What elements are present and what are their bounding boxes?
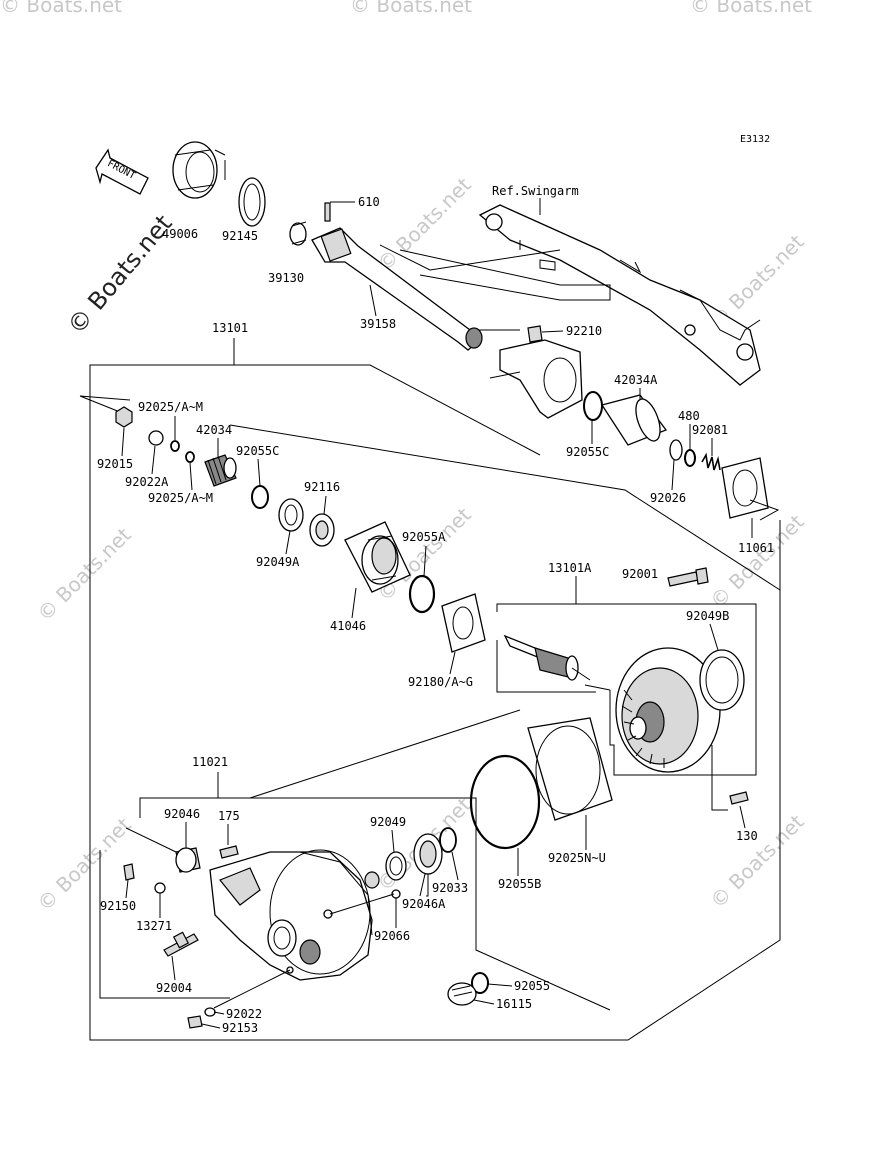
part-label-480[interactable]: 480 <box>678 409 700 423</box>
part-label-42034[interactable]: 42034 <box>196 423 232 437</box>
diagram-code: E3132 <box>740 134 770 145</box>
part-label-11061[interactable]: 11061 <box>738 541 774 555</box>
part-label-92046A[interactable]: 92046A <box>402 897 446 911</box>
watermark-tile: © Boats.net <box>0 0 122 17</box>
part-label-92055C-right[interactable]: 92055C <box>566 445 609 459</box>
part-label-11021[interactable]: 11021 <box>192 755 228 769</box>
pinion-gear-drawing <box>503 634 591 681</box>
watermark-tile: © Boats.net <box>350 0 472 17</box>
bearing-92033-area <box>413 833 443 875</box>
watermark-main: © Boats.net <box>62 210 178 340</box>
watermark-tile: © Boats.net <box>705 810 808 913</box>
part-label-92153[interactable]: 92153 <box>222 1021 258 1035</box>
watermark-tile: © Boats.net <box>32 523 135 626</box>
housing-front-drawing <box>489 339 583 419</box>
watermark-tile: © Boats.net <box>690 0 812 17</box>
part-label-92033[interactable]: 92033 <box>432 881 468 895</box>
part-label-92022A[interactable]: 92022A <box>125 475 169 489</box>
watermark-tile: © Boats.net <box>705 510 808 613</box>
part-92145-drawing <box>238 177 266 227</box>
ring-gear-drawing <box>615 647 721 773</box>
part-16115-drawing <box>447 982 477 1006</box>
part-label-610[interactable]: 610 <box>358 195 380 209</box>
part-label-92145[interactable]: 92145 <box>222 229 258 243</box>
main-housing-drawing <box>209 849 373 981</box>
part-label-13271[interactable]: 13271 <box>136 919 172 933</box>
watermark-tile: © Boats.net <box>372 173 475 276</box>
part-92015-nut <box>115 406 133 428</box>
part-92004-drawing <box>163 931 199 957</box>
part-label-13101[interactable]: 13101 <box>212 321 248 335</box>
part-label-92049B[interactable]: 92049B <box>686 609 729 623</box>
part-label-92055B[interactable]: 92055B <box>498 877 541 891</box>
ref-swingarm-label: Ref.Swingarm <box>492 184 579 198</box>
part-label-92025NU[interactable]: 92025N~U <box>548 851 606 865</box>
part-label-39130[interactable]: 39130 <box>268 271 304 285</box>
part-label-175[interactable]: 175 <box>218 809 240 823</box>
swingarm-reference <box>379 204 761 386</box>
part-label-13101A[interactable]: 13101A <box>548 561 592 575</box>
part-label-92025AM-top[interactable]: 92025/A~M <box>138 400 203 414</box>
part-42034-drawing <box>204 454 237 487</box>
part-label-92022[interactable]: 92022 <box>226 1007 262 1021</box>
part-label-16115[interactable]: 16115 <box>496 997 532 1011</box>
part-11061-drawing <box>721 457 769 519</box>
part-label-41046[interactable]: 41046 <box>330 619 366 633</box>
part-49006-drawing <box>172 141 226 199</box>
part-label-42034A[interactable]: 42034A <box>614 373 658 387</box>
part-label-92046[interactable]: 92046 <box>164 807 200 821</box>
part-39130-drawing <box>289 221 307 246</box>
part-label-92066[interactable]: 92066 <box>374 929 410 943</box>
part-label-92150[interactable]: 92150 <box>100 899 136 913</box>
front-arrow: FRONT <box>95 148 149 195</box>
part-label-92004[interactable]: 92004 <box>156 981 192 995</box>
part-label-130[interactable]: 130 <box>736 829 758 843</box>
part-label-92180AG[interactable]: 92180/A~G <box>408 675 473 689</box>
part-label-92001[interactable]: 92001 <box>622 567 658 581</box>
part-label-92116[interactable]: 92116 <box>304 480 340 494</box>
part-92180-drawing <box>441 593 486 653</box>
part-label-92049A[interactable]: 92049A <box>256 555 300 569</box>
part-92081-spring <box>701 452 721 471</box>
part-label-92049[interactable]: 92049 <box>370 815 406 829</box>
part-label-92026[interactable]: 92026 <box>650 491 686 505</box>
part-label-39158[interactable]: 39158 <box>360 317 396 331</box>
part-label-92025AM-bottom[interactable]: 92025/A~M <box>148 491 213 505</box>
part-42034A-drawing <box>600 394 668 446</box>
part-39158-drawing <box>311 227 483 351</box>
part-label-92055[interactable]: 92055 <box>514 979 550 993</box>
part-label-92210[interactable]: 92210 <box>566 324 602 338</box>
part-92046-drawing <box>175 847 201 873</box>
part-label-92081[interactable]: 92081 <box>692 423 728 437</box>
part-label-92055C-left[interactable]: 92055C <box>236 444 279 458</box>
part-label-49006[interactable]: 49006 <box>162 227 198 241</box>
part-41046-drawing <box>344 521 411 593</box>
part-92025NU-drawing <box>527 717 613 821</box>
part-label-92055A[interactable]: 92055A <box>402 530 446 544</box>
part-label-92015[interactable]: 92015 <box>97 457 133 471</box>
